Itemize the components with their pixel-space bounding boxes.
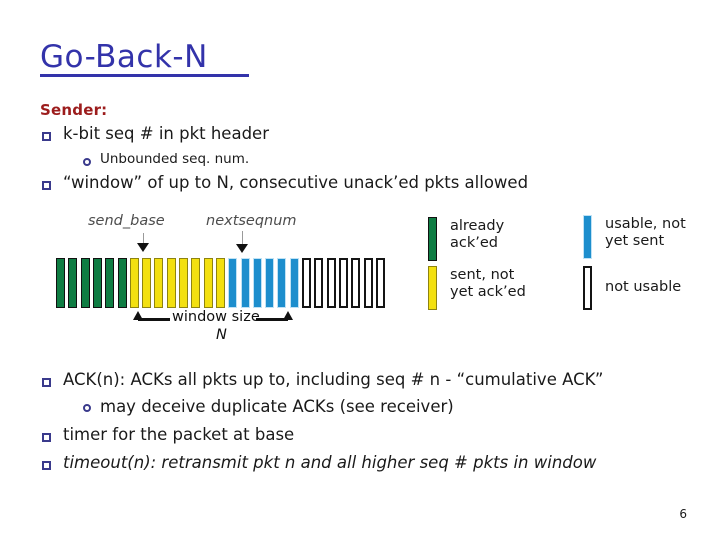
sliding-window-diagram: send_base nextseqnum window size N alrea… — [40, 203, 700, 353]
bullet-item-ack-n: ACK(n): ACKs all pkts up to, including s… — [42, 370, 604, 390]
window-left-rule — [138, 318, 170, 321]
window-right-arrow-icon — [283, 311, 293, 320]
packet-bar-green — [105, 258, 115, 308]
packet-bar-yellow — [191, 258, 201, 308]
bullet-item-window-n: “window” of up to N, consecutive unack’e… — [42, 173, 529, 193]
packet-bar-white — [302, 258, 311, 308]
packet-bar-blue — [289, 258, 299, 308]
legend-swatch-yellow-icon — [428, 266, 437, 310]
packet-bar-blue — [265, 258, 275, 308]
pointer-label-nextseqnum: nextseqnum — [206, 213, 297, 229]
pointer-arrow-send-base — [137, 243, 149, 252]
window-size-symbol: N — [216, 327, 227, 343]
bullet-item-timer-base: timer for the packet at base — [42, 425, 295, 445]
bullet-item-unbounded-seq: Unbounded seq. num. — [83, 151, 250, 168]
packet-bar-yellow — [215, 258, 225, 308]
packet-bar-blue — [277, 258, 287, 308]
square-bullet-icon — [42, 378, 51, 387]
packet-bar-strip — [56, 258, 388, 308]
packet-bar-white — [375, 258, 385, 308]
packet-bar-green — [117, 258, 127, 308]
legend-item-not-usable: not usable — [583, 266, 681, 310]
packet-bar-yellow — [203, 258, 213, 308]
bullet-text: timer for the packet at base — [63, 425, 295, 444]
bullet-text: Unbounded seq. num. — [100, 151, 250, 167]
title-block: Go-Back-N — [40, 42, 249, 77]
packet-bar-green — [92, 258, 102, 308]
legend-swatch-white-icon — [583, 266, 592, 310]
bullet-item-timeout-n: timeout(n): retransmit pkt n and all hig… — [42, 453, 597, 473]
packet-bar-green — [68, 258, 78, 308]
bullet-text: k-bit seq # in pkt header — [63, 124, 269, 143]
pointer-label-send-base: send_base — [88, 213, 165, 229]
page-title: Go-Back-N — [40, 39, 208, 75]
packet-bar-yellow — [166, 258, 176, 308]
square-bullet-icon — [42, 433, 51, 442]
packet-bar-blue — [252, 258, 262, 308]
packet-bar-blue — [228, 258, 238, 308]
bullet-text: may deceive duplicate ACKs (see receiver… — [100, 397, 454, 416]
section-label-sender: Sender: — [40, 101, 108, 119]
legend-swatch-green-icon — [428, 217, 437, 261]
packet-bar-white — [338, 258, 348, 308]
pointer-arrow-nextseqnum — [236, 244, 248, 253]
bullet-item-duplicate-acks: may deceive duplicate ACKs (see receiver… — [83, 397, 454, 417]
packet-bar-white — [363, 258, 373, 308]
bullet-item-kbit-seq: k-bit seq # in pkt header — [42, 124, 269, 144]
bullet-text: “window” of up to N, consecutive unack’e… — [63, 173, 529, 192]
packet-bar-yellow — [142, 258, 152, 308]
bullet-text: ACK(n): ACKs all pkts up to, including s… — [63, 370, 604, 389]
legend-label: not usable — [605, 279, 682, 295]
packet-bar-white — [326, 258, 336, 308]
packet-bar-white — [351, 258, 361, 308]
packet-bar-yellow — [154, 258, 164, 308]
square-bullet-icon — [42, 132, 51, 141]
pointer-stem-nextseqnum — [242, 231, 243, 245]
bullet-text: timeout(n): retransmit pkt n and all hig… — [63, 453, 597, 472]
packet-bar-white — [314, 258, 324, 308]
window-size-label: window size — [172, 309, 260, 325]
pointer-stem-send-base — [143, 233, 144, 243]
title-underline — [40, 74, 249, 77]
window-left-arrow-icon — [133, 311, 143, 320]
square-bullet-icon — [42, 181, 51, 190]
window-right-rule — [256, 318, 288, 321]
page-number: 6 — [679, 507, 687, 521]
circle-bullet-icon — [83, 404, 91, 412]
square-bullet-icon — [42, 461, 51, 470]
packet-bar-yellow — [129, 258, 139, 308]
legend-swatch-blue-icon — [583, 215, 592, 259]
packet-bar-blue — [240, 258, 250, 308]
packet-bar-green — [80, 258, 90, 308]
circle-bullet-icon — [83, 158, 91, 166]
packet-bar-green — [56, 258, 65, 308]
packet-bar-yellow — [179, 258, 188, 308]
